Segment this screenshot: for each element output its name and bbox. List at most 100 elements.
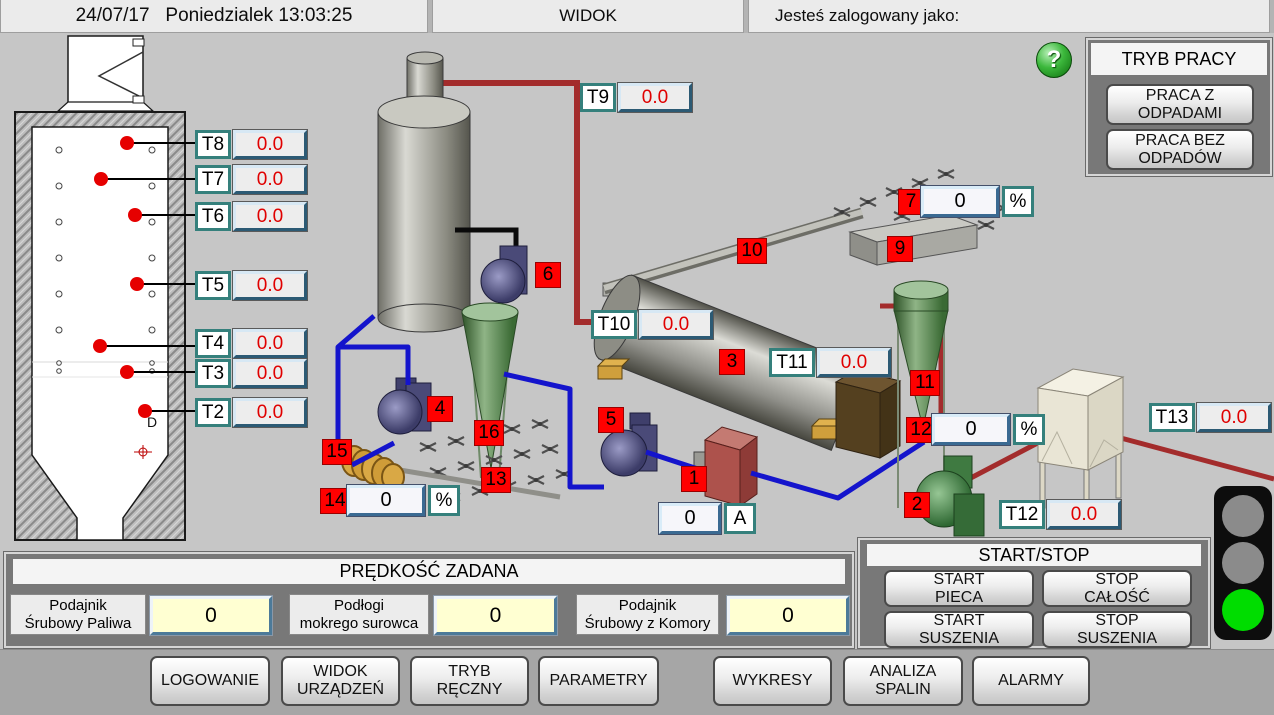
- startstop-panel-title: START/STOP: [866, 543, 1202, 567]
- equipment-tag-9: 9: [887, 236, 913, 262]
- help-icon[interactable]: ?: [1036, 42, 1072, 78]
- traffic-light: [1214, 486, 1272, 640]
- fan-5: [600, 412, 658, 477]
- temp-value: 0.0: [232, 328, 308, 359]
- stop-all-button[interactable]: STOP CAŁOŚĆ: [1042, 570, 1192, 607]
- temp-label: T8: [195, 130, 231, 159]
- speed-panel: PRĘDKOŚĆ ZADANA Podajnik Śrubowy Paliwa …: [4, 552, 854, 648]
- temp-value: 0.0: [1046, 499, 1122, 530]
- view-title: WIDOK: [432, 0, 744, 33]
- equipment-tag-2: 2: [904, 492, 930, 518]
- bag-filter: [1036, 368, 1125, 515]
- equipment-tag-12: 12: [906, 417, 936, 443]
- fan12-speed-group: 0%: [931, 413, 1045, 446]
- drum-discharge-box: [834, 369, 902, 459]
- feeder-fuel-label: Podajnik Śrubowy Paliwa: [10, 594, 146, 635]
- crosshair-mark: [134, 445, 152, 459]
- fan12-speed-input[interactable]: 0: [931, 413, 1011, 446]
- datetime-display: 24/07/17 Poniedzialek 13:03:25: [0, 0, 428, 33]
- temp-label: T11: [769, 348, 815, 377]
- nav-alarms-button[interactable]: ALARMY: [972, 656, 1090, 706]
- wet-floor-label: Podłogi mokrego surowca: [289, 594, 429, 635]
- fan7-speed-input[interactable]: 0: [920, 185, 1000, 218]
- temp-label: T2: [195, 398, 231, 427]
- temp-label: T5: [195, 271, 231, 300]
- burner-current-value: 0: [658, 502, 722, 535]
- traffic-light-yellow-lamp: [1222, 542, 1264, 584]
- equipment-tag-16: 16: [474, 420, 504, 446]
- equipment-tag-4: 4: [427, 396, 453, 422]
- equipment-tag-1: 1: [681, 466, 707, 492]
- speed-panel-title: PRĘDKOŚĆ ZADANA: [12, 558, 846, 585]
- startstop-panel: START/STOP START PIECA STOP CAŁOŚĆ START…: [858, 538, 1210, 648]
- sensor-dots: [93, 136, 152, 418]
- temp-value: 0.0: [638, 309, 714, 340]
- equipment-tag-11: 11: [910, 370, 940, 396]
- percent-unit: %: [1002, 186, 1034, 217]
- wet-floor-input[interactable]: 0: [433, 595, 558, 636]
- furnace: D: [14, 35, 196, 541]
- traffic-light-green-lamp: [1222, 589, 1264, 631]
- temp-label: T10: [591, 310, 637, 339]
- temp-value: 0.0: [1196, 402, 1272, 433]
- start-drying-button[interactable]: START SUSZENIA: [884, 611, 1034, 648]
- temp-value: 0.0: [816, 347, 892, 378]
- process-diagram: D: [14, 35, 1274, 541]
- equipment-tag-14: 14: [320, 488, 350, 514]
- temp-value: 0.0: [617, 82, 693, 113]
- temp-label: T9: [580, 83, 616, 112]
- gas-tank: [377, 51, 471, 333]
- temp-value: 0.0: [232, 270, 308, 301]
- mode-panel-title: TRYB PRACY: [1090, 42, 1268, 76]
- work-without-waste-button[interactable]: PRACA BEZ ODPADÓW: [1106, 129, 1254, 170]
- work-with-waste-button[interactable]: PRACA Z ODPADAMI: [1106, 84, 1254, 125]
- discharge-conveyor-box: [848, 214, 979, 266]
- nav-charts-button[interactable]: WYKRESY: [713, 656, 832, 706]
- nav-manual-mode-button[interactable]: TRYB RĘCZNY: [410, 656, 529, 706]
- temp-label: T13: [1149, 403, 1195, 432]
- temp-value: 0.0: [232, 201, 308, 232]
- feeder-fuel-input[interactable]: 0: [149, 595, 273, 636]
- stop-drying-button[interactable]: STOP SUSZENIA: [1042, 611, 1192, 648]
- fan14-speed-input[interactable]: 0: [346, 484, 426, 517]
- exhaust-pipe-tank: [443, 80, 602, 325]
- temp-label: T3: [195, 359, 231, 388]
- fan-2: [915, 455, 985, 537]
- traffic-light-red-lamp: [1222, 495, 1264, 537]
- temp-label: T7: [195, 165, 231, 194]
- mode-panel: TRYB PRACY PRACA Z ODPADAMI PRACA BEZ OD…: [1086, 38, 1272, 176]
- equipment-tag-15: 15: [322, 439, 352, 465]
- nav-parameters-button[interactable]: PARAMETRY: [538, 656, 659, 706]
- temp-value: 0.0: [232, 129, 308, 160]
- fan14-speed-group: 0%: [346, 484, 460, 517]
- top-bar: 24/07/17 Poniedzialek 13:03:25 WIDOK Jes…: [0, 0, 1274, 33]
- nav-login-button[interactable]: LOGOWANIE: [150, 656, 270, 706]
- sensor-leads: [100, 142, 196, 412]
- fan-6: [480, 245, 528, 304]
- nav-devices-view-button[interactable]: WIDOK URZĄDZEŃ: [281, 656, 400, 706]
- temp-label: T12: [999, 500, 1045, 529]
- percent-unit: %: [1013, 414, 1045, 445]
- temp-value: 0.0: [232, 358, 308, 389]
- temp-value: 0.0: [232, 397, 308, 428]
- ampere-unit: A: [724, 503, 756, 534]
- percent-unit: %: [428, 485, 460, 516]
- start-furnace-button[interactable]: START PIECA: [884, 570, 1034, 607]
- temp-label: T6: [195, 202, 231, 231]
- tank-fan-pipe: [455, 227, 519, 250]
- feeder-chamber-input[interactable]: 0: [726, 595, 850, 636]
- nav-flue-gas-analysis-button[interactable]: ANALIZA SPALIN: [843, 656, 963, 706]
- furnace-marker-d: D: [147, 414, 157, 430]
